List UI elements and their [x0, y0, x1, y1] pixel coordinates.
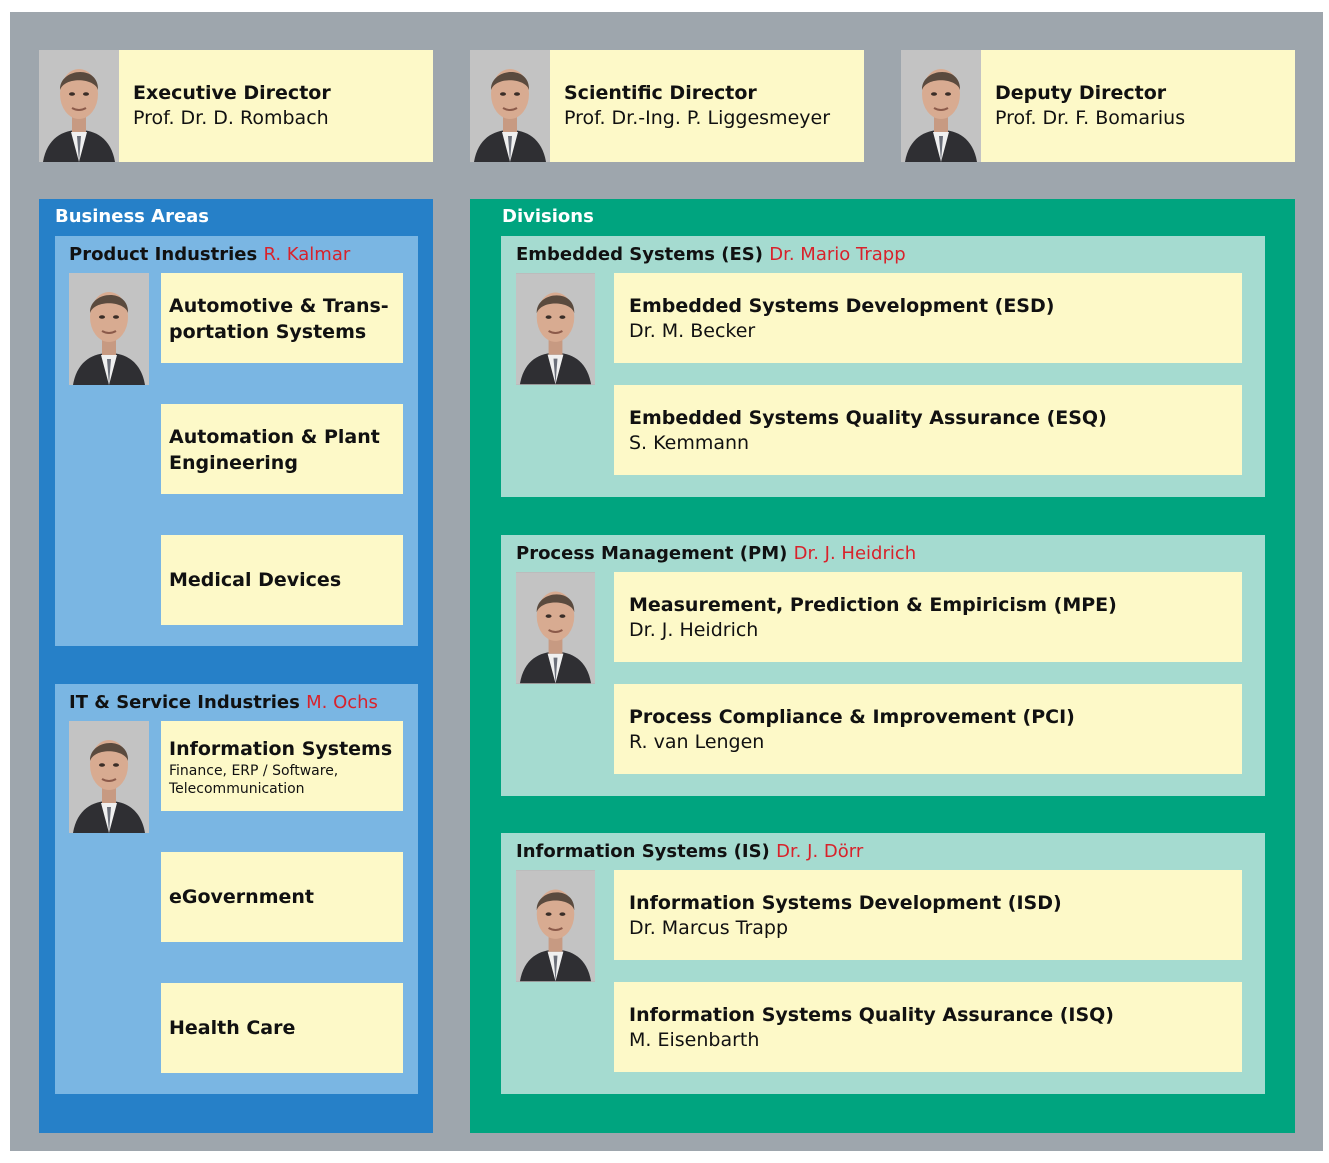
division-group-embedded-systems: Embedded Systems (ES) Dr. Mario Trapp Em… — [501, 236, 1265, 497]
director-card-deputy: Deputy Director Prof. Dr. F. Bomarius — [901, 50, 1295, 162]
director-name: Prof. Dr. D. Rombach — [133, 107, 329, 129]
business-areas-title: Business Areas — [55, 206, 210, 227]
business-area-title: Medical Devices — [169, 569, 342, 591]
director-name: Prof. Dr.-Ing. P. Liggesmeyer — [564, 107, 830, 129]
department-head: Dr. M. Becker — [629, 320, 756, 342]
group-head-name: M. Ochs — [306, 692, 378, 713]
director-role: Deputy Director — [995, 82, 1167, 104]
department-title: Embedded Systems Development (ESD) — [629, 295, 1055, 317]
division-group-information-systems: Information Systems (IS) Dr. J. Dörr Inf… — [501, 833, 1265, 1094]
group-name: Embedded Systems (ES) — [516, 244, 763, 265]
business-area-title: Health Care — [169, 1017, 296, 1039]
director-role: Scientific Director — [564, 82, 757, 104]
department-title: Information Systems Development (ISD) — [629, 892, 1062, 914]
business-area-box: Medical Devices — [161, 535, 403, 625]
group-head-name: Dr. J. Heidrich — [793, 543, 917, 564]
department-title: Measurement, Prediction & Empiricism (MP… — [629, 594, 1117, 616]
department-head: Dr. J. Heidrich — [629, 619, 759, 641]
group-heading: Process Management (PM) Dr. J. Heidrich — [516, 543, 916, 565]
division-group-process-management: Process Management (PM) Dr. J. Heidrich … — [501, 535, 1265, 796]
business-area-box: Information Systems Finance, ERP / Softw… — [161, 721, 403, 811]
director-name: Prof. Dr. F. Bomarius — [995, 107, 1186, 129]
business-group-it-service-industries: IT & Service Industries M. Ochs Informat… — [55, 684, 418, 1094]
group-heading: Product Industries R. Kalmar — [69, 244, 350, 266]
portrait-photo — [39, 50, 119, 162]
portrait-photo — [470, 50, 550, 162]
portrait-photo — [516, 870, 595, 982]
group-heading: IT & Service Industries M. Ochs — [69, 692, 378, 714]
group-name: IT & Service Industries — [69, 692, 300, 713]
group-name: Product Industries — [69, 244, 258, 265]
business-area-subtitle: Finance, ERP / Software, Telecommunicati… — [169, 763, 339, 797]
director-box: Executive Director Prof. Dr. D. Rombach — [119, 50, 433, 162]
business-group-product-industries: Product Industries R. Kalmar Automotive … — [55, 236, 418, 646]
portrait-photo — [901, 50, 981, 162]
portrait-photo — [516, 572, 595, 684]
group-head-name: R. Kalmar — [263, 244, 351, 265]
department-box: Information Systems Quality Assurance (I… — [614, 982, 1242, 1072]
business-area-title: Automotive & Trans- portation Systems — [169, 295, 389, 343]
business-areas-panel: Business Areas Product Industries R. Kal… — [39, 199, 433, 1133]
portrait-photo — [516, 273, 595, 385]
department-box: Information Systems Development (ISD) Dr… — [614, 870, 1242, 960]
business-area-box: Automotive & Trans- portation Systems — [161, 273, 403, 363]
department-title: Process Compliance & Improvement (PCI) — [629, 706, 1075, 728]
business-area-box: eGovernment — [161, 852, 403, 942]
department-title: Embedded Systems Quality Assurance (ESQ) — [629, 407, 1107, 429]
department-head: S. Kemmann — [629, 432, 750, 454]
department-box: Measurement, Prediction & Empiricism (MP… — [614, 572, 1242, 662]
business-area-box: Automation & Plant Engineering — [161, 404, 403, 494]
business-area-box: Health Care — [161, 983, 403, 1073]
director-box: Scientific Director Prof. Dr.-Ing. P. Li… — [550, 50, 864, 162]
department-head: R. van Lengen — [629, 731, 765, 753]
department-head: M. Eisenbarth — [629, 1029, 760, 1051]
group-name: Information Systems (IS) — [516, 841, 770, 862]
director-card-scientific: Scientific Director Prof. Dr.-Ing. P. Li… — [470, 50, 864, 162]
department-box: Embedded Systems Quality Assurance (ESQ)… — [614, 385, 1242, 475]
group-heading: Embedded Systems (ES) Dr. Mario Trapp — [516, 244, 906, 266]
portrait-photo — [69, 721, 149, 833]
divisions-panel: Divisions Embedded Systems (ES) Dr. Mari… — [470, 199, 1295, 1133]
group-heading: Information Systems (IS) Dr. J. Dörr — [516, 841, 863, 863]
director-box: Deputy Director Prof. Dr. F. Bomarius — [981, 50, 1295, 162]
director-card-executive: Executive Director Prof. Dr. D. Rombach — [39, 50, 433, 162]
divisions-title: Divisions — [502, 206, 594, 227]
group-head-name: Dr. J. Dörr — [776, 841, 864, 862]
department-title: Information Systems Quality Assurance (I… — [629, 1004, 1114, 1026]
director-role: Executive Director — [133, 82, 331, 104]
business-area-title: Information Systems — [169, 738, 393, 760]
portrait-photo — [69, 273, 149, 385]
group-name: Process Management (PM) — [516, 543, 788, 564]
department-box: Process Compliance & Improvement (PCI) R… — [614, 684, 1242, 774]
department-box: Embedded Systems Development (ESD) Dr. M… — [614, 273, 1242, 363]
department-head: Dr. Marcus Trapp — [629, 917, 789, 939]
business-area-title: eGovernment — [169, 886, 314, 908]
group-head-name: Dr. Mario Trapp — [769, 244, 906, 265]
business-area-title: Automation & Plant Engineering — [169, 426, 380, 474]
